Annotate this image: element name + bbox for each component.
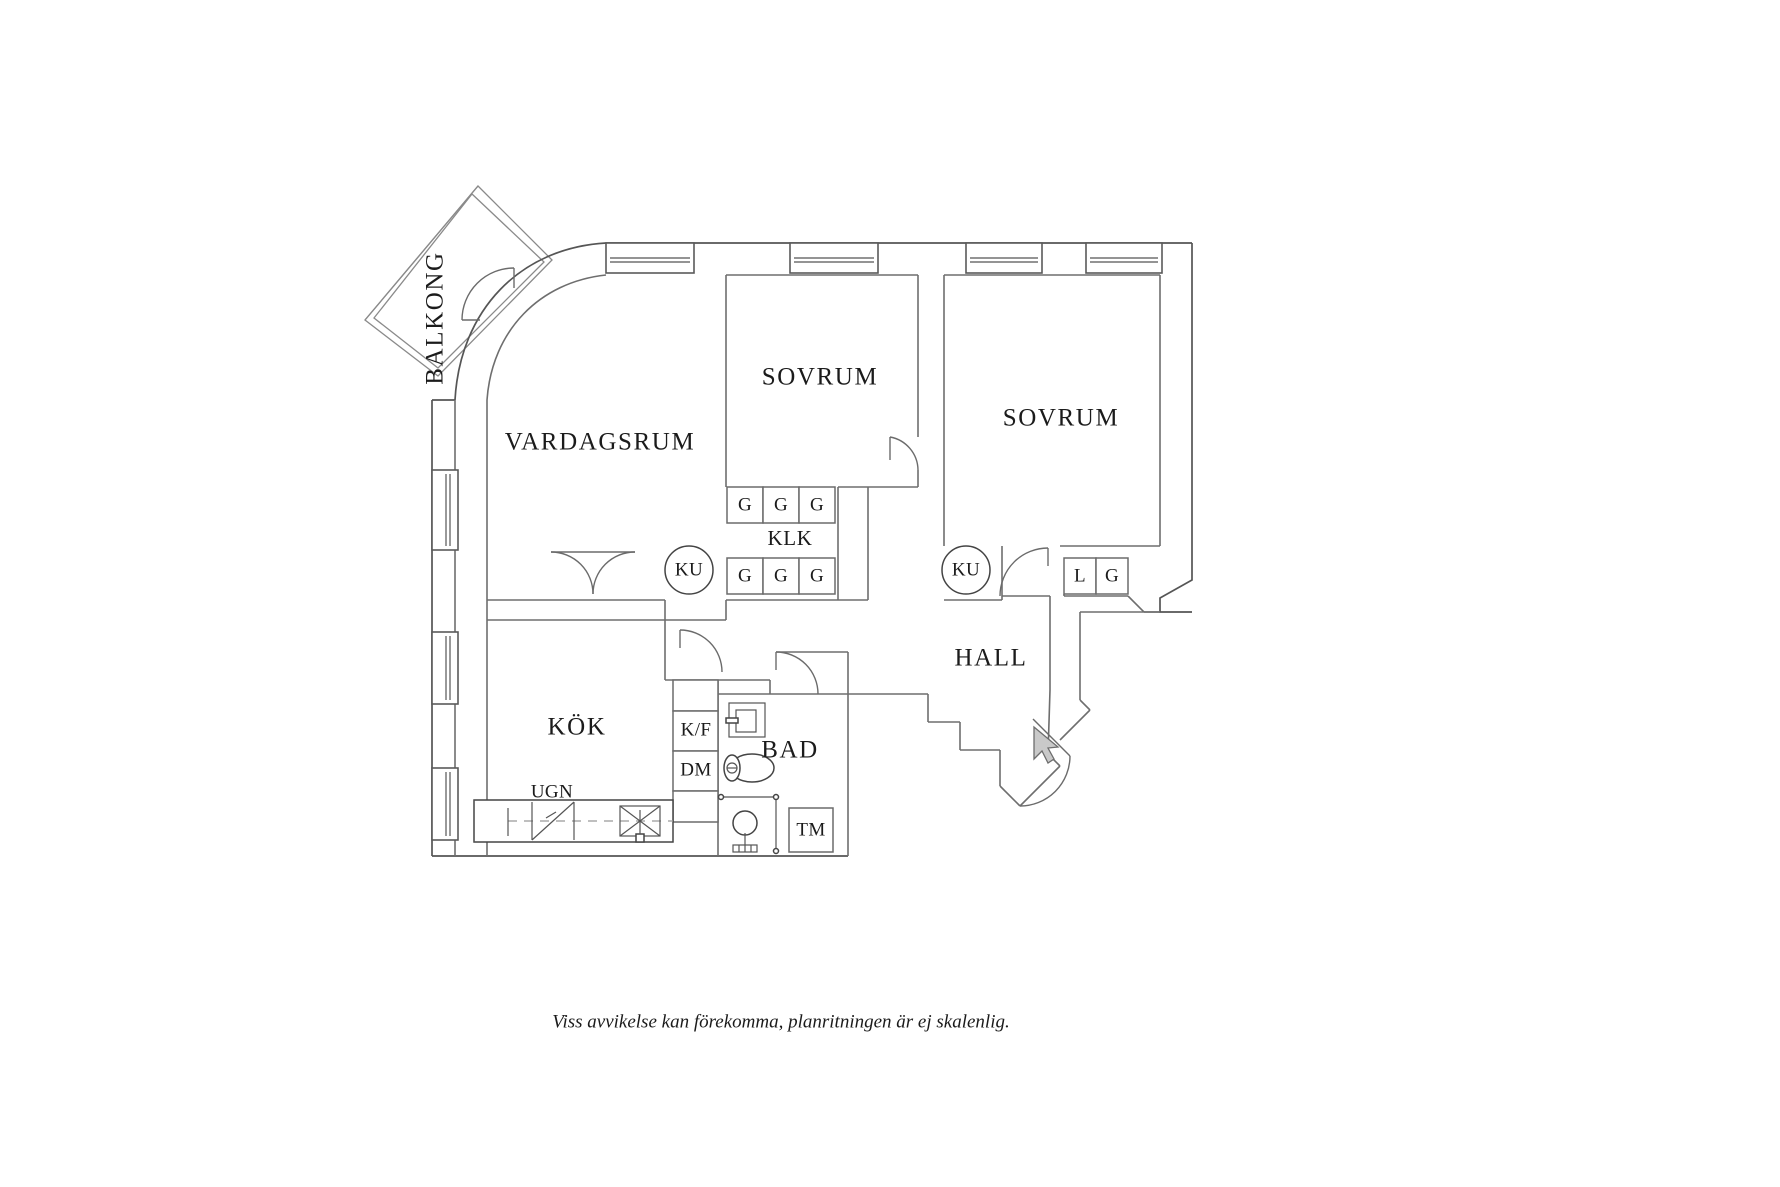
klk-wardrobes-bottom: G G G <box>726 557 836 595</box>
window-top-1 <box>605 242 695 274</box>
cooktop-icon <box>531 801 575 841</box>
room-label-sovrum-2: SOVRUM <box>1003 405 1120 432</box>
livingroom-kitchen-divider <box>486 599 727 621</box>
balcony-shape <box>364 185 553 377</box>
tumble-dryer: TM <box>788 807 834 853</box>
klk-wardrobes-top: G G G <box>726 486 836 524</box>
room-label-hall: HALL <box>954 645 1027 672</box>
door-kitchen <box>679 629 723 673</box>
shower-icon <box>717 793 780 855</box>
wardrobe-label: G <box>774 494 788 515</box>
room-label-sovrum-1: SOVRUM <box>762 364 879 391</box>
kitchen-stove-kok: KU <box>664 545 714 595</box>
door-sovrum-2 <box>999 547 1049 597</box>
window-top-4 <box>1085 242 1163 274</box>
room-label-klk: KLK <box>768 526 813 550</box>
wardrobe-label: G <box>810 565 824 586</box>
kitchen-sink-icon <box>619 805 661 843</box>
door-bad <box>775 651 849 695</box>
dishwasher-label: DM <box>680 759 711 780</box>
room-label-kok: KÖK <box>548 714 607 741</box>
hall-walls <box>848 594 1160 807</box>
toilet-icon <box>723 753 775 783</box>
hall-cabinets: L G <box>1063 557 1129 595</box>
linen-label: L <box>1074 565 1086 586</box>
wardrobe-label: G <box>738 565 752 586</box>
wardrobe-label: G <box>1105 565 1119 586</box>
fridge-freezer-label: K/F <box>681 719 712 740</box>
kitchen-appliance-stack: K/F DM <box>672 679 719 823</box>
tumble-dryer-label: TM <box>796 819 825 840</box>
door-livingroom <box>550 551 636 595</box>
window-left-3 <box>431 767 459 841</box>
room-label-balkong: BALKONG <box>422 251 449 384</box>
sovrum-1-walls <box>725 274 919 601</box>
kitchen-stove-hall: KU <box>941 545 991 595</box>
livingroom-curved-wall <box>454 274 607 856</box>
door-balcony <box>461 267 515 321</box>
sovrum-2-walls <box>943 274 1161 601</box>
room-label-vardagsrum: VARDAGSRUM <box>505 429 696 456</box>
window-top-3 <box>965 242 1043 274</box>
window-top-2 <box>789 242 879 274</box>
plan-caption: Viss avvikelse kan förekomma, planritnin… <box>552 1011 1009 1032</box>
wardrobe-label: G <box>774 565 788 586</box>
entrance-arrow-icon <box>1033 725 1060 764</box>
window-left-1 <box>431 469 459 551</box>
oven-label: UGN <box>531 781 573 802</box>
wardrobe-label: G <box>738 494 752 515</box>
bad-walls <box>718 679 849 856</box>
window-left-2 <box>431 631 459 705</box>
wardrobe-label: G <box>810 494 824 515</box>
door-sovrum-1 <box>889 436 919 471</box>
sink-icon <box>725 702 766 738</box>
ku-label: KU <box>952 559 980 580</box>
kitchen-counter: UGN <box>473 781 674 843</box>
ku-label: KU <box>675 559 703 580</box>
door-entrance[interactable] <box>1019 718 1071 807</box>
room-label-bad: BAD <box>761 737 819 764</box>
